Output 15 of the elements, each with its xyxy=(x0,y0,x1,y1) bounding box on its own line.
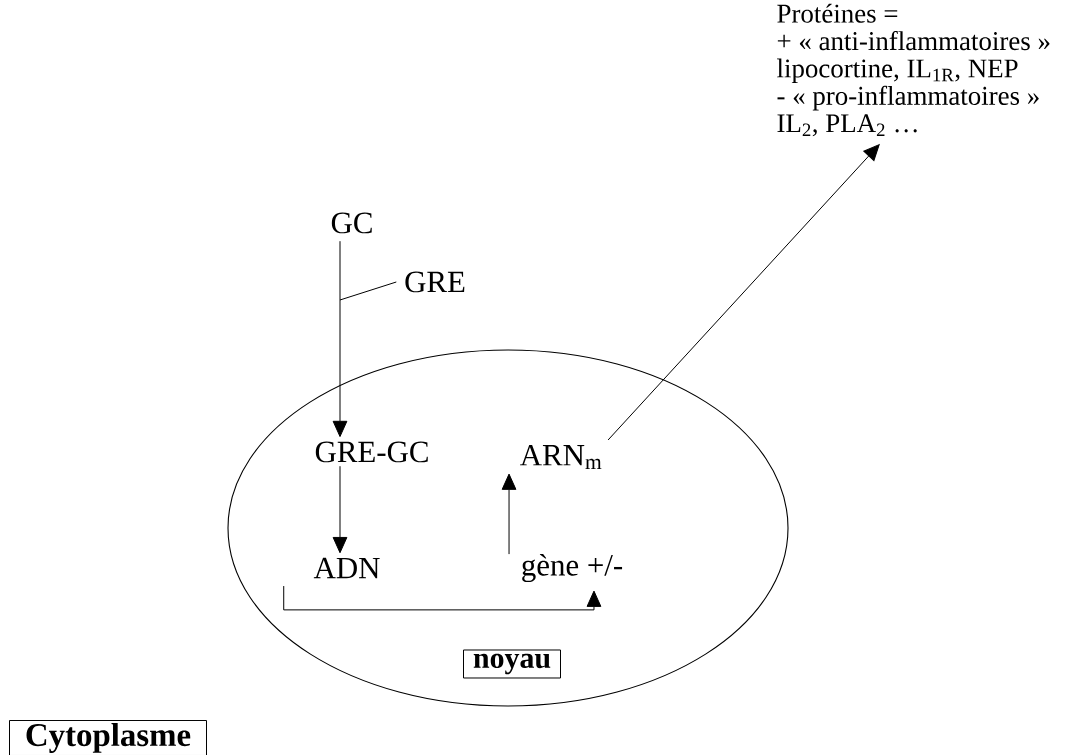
label-box: Cytoplasme xyxy=(9,720,207,755)
arrow xyxy=(283,585,602,611)
annotation-text: Protéines = + « anti-inflammatoires » lipocortine, IL$_{1R}$, NEP - « pro-inflammatoires » IL$_{2}$, PLA$_{2}$ … xyxy=(777,3,1050,137)
nucleus-ellipse xyxy=(227,349,789,707)
arrow xyxy=(863,144,880,161)
arrow xyxy=(332,465,348,554)
arrow xyxy=(332,420,348,438)
label-text: GRE xyxy=(405,271,465,293)
label-text: GC xyxy=(331,212,372,234)
label-text: gène +/- xyxy=(522,553,623,583)
label-text: GRE-GC xyxy=(315,441,428,463)
label-box: noyau xyxy=(463,649,561,679)
label-text: ADN xyxy=(313,557,380,579)
label-text: ARN$_{m}$ xyxy=(520,444,602,470)
arrow xyxy=(501,473,517,555)
